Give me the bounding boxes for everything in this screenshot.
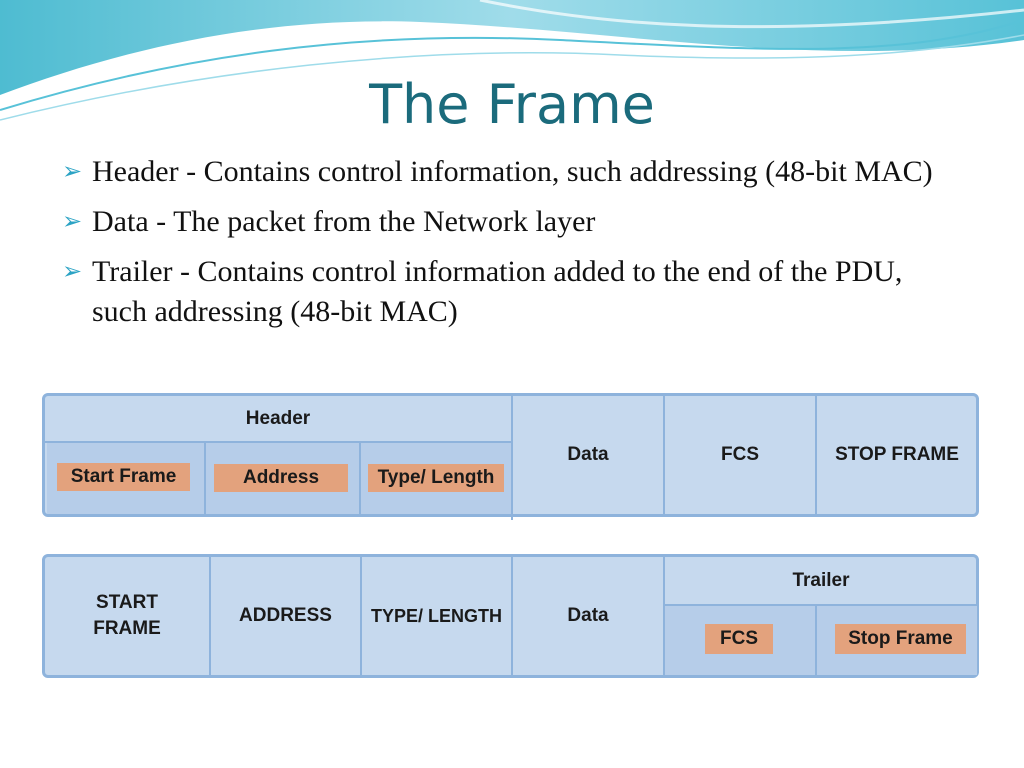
field-tag-type-length: Type/ Length [368, 464, 504, 492]
divider [45, 441, 511, 443]
divider [663, 396, 665, 514]
arrow-bullet-icon: ➢ [62, 159, 83, 185]
divider [815, 605, 817, 675]
trailer-label: Trailer [792, 569, 850, 591]
address-field: ADDRESS [239, 605, 332, 626]
divider [209, 557, 211, 675]
divider [815, 396, 817, 514]
header-label: Header [245, 408, 311, 429]
bullet-item: ➢ Trailer - Contains control information… [62, 252, 962, 332]
field-tag-stop-frame: Stop Frame [835, 624, 966, 654]
fcs-field: FCS [721, 444, 759, 465]
divider [511, 557, 513, 675]
bullet-text: Trailer - Contains control information a… [92, 255, 903, 328]
bullet-item: ➢ Data - The packet from the Network lay… [62, 202, 962, 242]
data-field: Data [567, 605, 609, 626]
bullet-item: ➢ Header - Contains control information,… [62, 152, 962, 192]
bullet-list: ➢ Header - Contains control information,… [62, 152, 962, 342]
bullet-text: Header - Contains control information, s… [92, 155, 933, 188]
type-length-field: TYPE/ LENGTH [370, 606, 502, 626]
frame-diagram-top: Header Start Frame Address Type/ Length … [42, 393, 979, 520]
data-field: Data [567, 444, 609, 465]
divider [204, 442, 206, 514]
decorative-wave-banner [0, 0, 1024, 121]
slide-title: The Frame [369, 73, 655, 136]
arrow-bullet-icon: ➢ [62, 209, 83, 235]
arrow-bullet-icon: ➢ [62, 259, 83, 285]
bullet-text: Data - The packet from the Network layer [92, 205, 596, 238]
divider [511, 396, 513, 520]
divider [663, 604, 977, 606]
field-tag-address: Address [214, 464, 348, 492]
divider [360, 557, 362, 675]
field-tag-start-frame: Start Frame [57, 463, 190, 491]
start-frame-line2: FRAME [93, 618, 161, 639]
start-frame-line1: START [96, 592, 158, 613]
stop-frame-field: STOP FRAME [835, 444, 959, 465]
frame-diagram-bottom: START FRAME ADDRESS TYPE/ LENGTH Data Tr… [42, 554, 979, 678]
divider [663, 557, 665, 675]
field-tag-fcs: FCS [705, 624, 773, 654]
divider [359, 442, 361, 514]
start-frame-field: START FRAME [45, 557, 209, 675]
